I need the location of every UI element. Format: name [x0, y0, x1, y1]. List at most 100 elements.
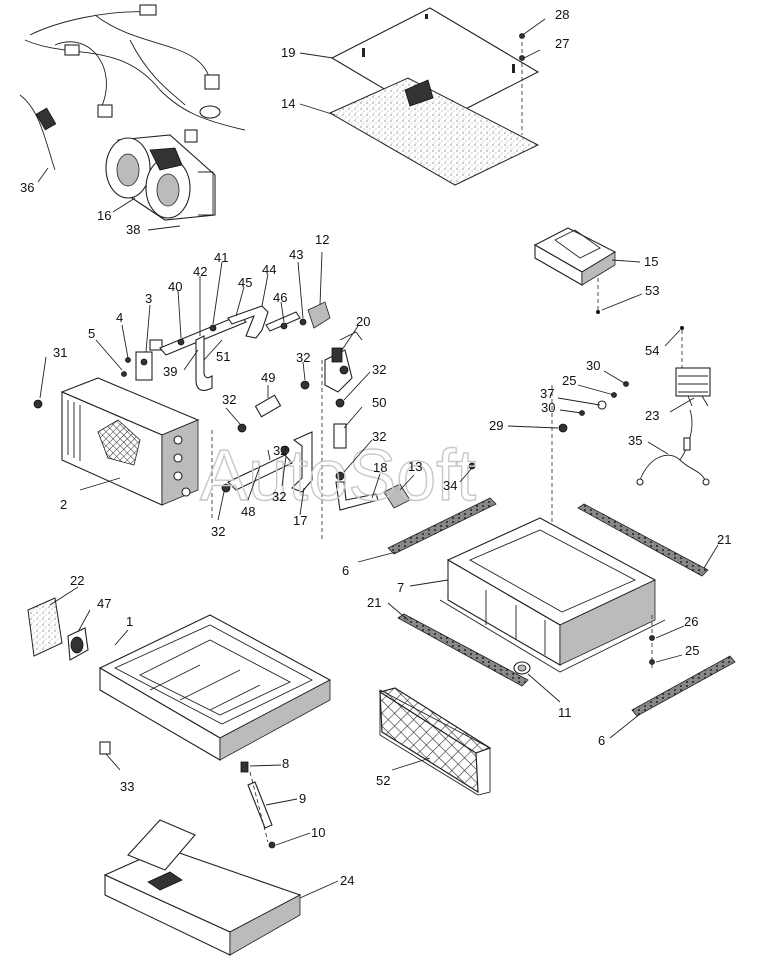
- callout-label: 21: [717, 532, 731, 547]
- callout-label: 54: [645, 343, 659, 358]
- callout-label: 24: [340, 873, 354, 888]
- base-pan-part: [103, 819, 302, 956]
- callout-label: 35: [628, 433, 642, 448]
- callout-label: 39: [163, 364, 177, 379]
- callout-label: 7: [397, 580, 404, 595]
- washer-part: [649, 659, 655, 665]
- callout-label: 30: [586, 358, 600, 373]
- callout-label: 16: [97, 208, 111, 223]
- callout-label: 42: [193, 264, 207, 279]
- water-valve-part: [324, 331, 363, 393]
- callout-label: 3: [145, 291, 152, 306]
- callout-label: 25: [685, 643, 699, 658]
- callout-label: 41: [214, 250, 228, 265]
- control-module-part: [533, 227, 617, 314]
- seal-strip-part: [577, 503, 709, 577]
- callout-label: 32: [273, 443, 287, 458]
- callout-label: 6: [342, 563, 349, 578]
- wiring-harness-part: [19, 4, 246, 171]
- callout-label: 19: [281, 45, 295, 60]
- filter-pad-part: [328, 42, 540, 186]
- callout-label: 44: [262, 262, 276, 277]
- knob-part: [67, 627, 89, 661]
- grommet-part: [513, 661, 531, 675]
- coolant-tubes-part: [159, 305, 307, 391]
- small-plate-part: [383, 483, 411, 509]
- clip-part: [99, 741, 111, 755]
- callout-label: 28: [555, 7, 569, 22]
- callout-label: 9: [299, 791, 306, 806]
- gas-strut-part: [240, 761, 276, 849]
- callout-label: 26: [684, 614, 698, 629]
- callout-label: 36: [20, 180, 34, 195]
- plug-part: [33, 399, 43, 409]
- callout-label: 34: [443, 478, 457, 493]
- callout-label: 11: [558, 705, 572, 720]
- callout-label: 13: [408, 459, 422, 474]
- washer-part: [649, 635, 655, 641]
- hose-couplers-part: [211, 360, 379, 540]
- screw-part: [468, 462, 476, 470]
- callout-label: 37: [540, 386, 554, 401]
- callout-label: 1: [126, 614, 133, 629]
- callout-label: 32: [222, 392, 236, 407]
- callout-label: 10: [311, 825, 325, 840]
- callout-label: 46: [273, 290, 287, 305]
- callout-label: 23: [645, 408, 659, 423]
- lower-tray-part: [98, 614, 332, 761]
- callout-label: 17: [293, 513, 307, 528]
- grille-part: [378, 687, 492, 794]
- callout-label: 22: [70, 573, 84, 588]
- callout-label: 5: [88, 326, 95, 341]
- resistor-part: [675, 326, 711, 407]
- housing-part: [439, 385, 666, 673]
- callout-label: 40: [168, 279, 182, 294]
- callout-label: 43: [289, 247, 303, 262]
- callout-label: 32: [372, 429, 386, 444]
- callout-label: 30: [541, 400, 555, 415]
- callout-label: 45: [238, 275, 252, 290]
- seal-strip-part: [631, 655, 736, 717]
- callout-label: 18: [373, 460, 387, 475]
- callout-label: 29: [489, 418, 503, 433]
- callout-label: 33: [120, 779, 134, 794]
- seal-strip-part: [387, 497, 497, 555]
- washer-part: [519, 55, 525, 61]
- callout-label: 27: [555, 36, 569, 51]
- washer-part: [558, 423, 568, 433]
- callout-label: 32: [211, 524, 225, 539]
- bracket-part: [307, 301, 331, 329]
- filter-square-part: [27, 597, 63, 657]
- callout-label: 12: [315, 232, 329, 247]
- callout-label: 32: [272, 489, 286, 504]
- callout-label: 21: [367, 595, 381, 610]
- callout-label: 31: [53, 345, 67, 360]
- callout-label: 51: [216, 349, 230, 364]
- callout-label: 32: [372, 362, 386, 377]
- callout-label: 4: [116, 310, 123, 325]
- callout-label: 15: [644, 254, 658, 269]
- callout-label: 8: [282, 756, 289, 771]
- callout-label: 25: [562, 373, 576, 388]
- callout-label: 50: [372, 395, 386, 410]
- blower-assembly-part: [105, 134, 216, 221]
- washer-part: [519, 33, 525, 39]
- callout-label: 6: [598, 733, 605, 748]
- callout-label: 20: [356, 314, 370, 329]
- callout-label: 32: [296, 350, 310, 365]
- callout-labels: 1 2 3 4 5 6 6 7 8 9 10 11 12 13 14 15 16…: [20, 7, 731, 899]
- callout-label: 47: [97, 596, 111, 611]
- callout-label: 14: [281, 96, 295, 111]
- callout-label: 2: [60, 497, 67, 512]
- grille-frame-part: [379, 689, 491, 796]
- callout-label: 52: [376, 773, 390, 788]
- watermark-text: AutoSoft: [200, 436, 476, 516]
- heater-core-part: [60, 377, 200, 506]
- callout-label: 49: [261, 370, 275, 385]
- callout-label: 38: [126, 222, 140, 237]
- sensor-wire-part: [636, 409, 710, 486]
- callout-label: 53: [645, 283, 659, 298]
- callout-label: 48: [241, 504, 255, 519]
- valve-part: [121, 339, 163, 381]
